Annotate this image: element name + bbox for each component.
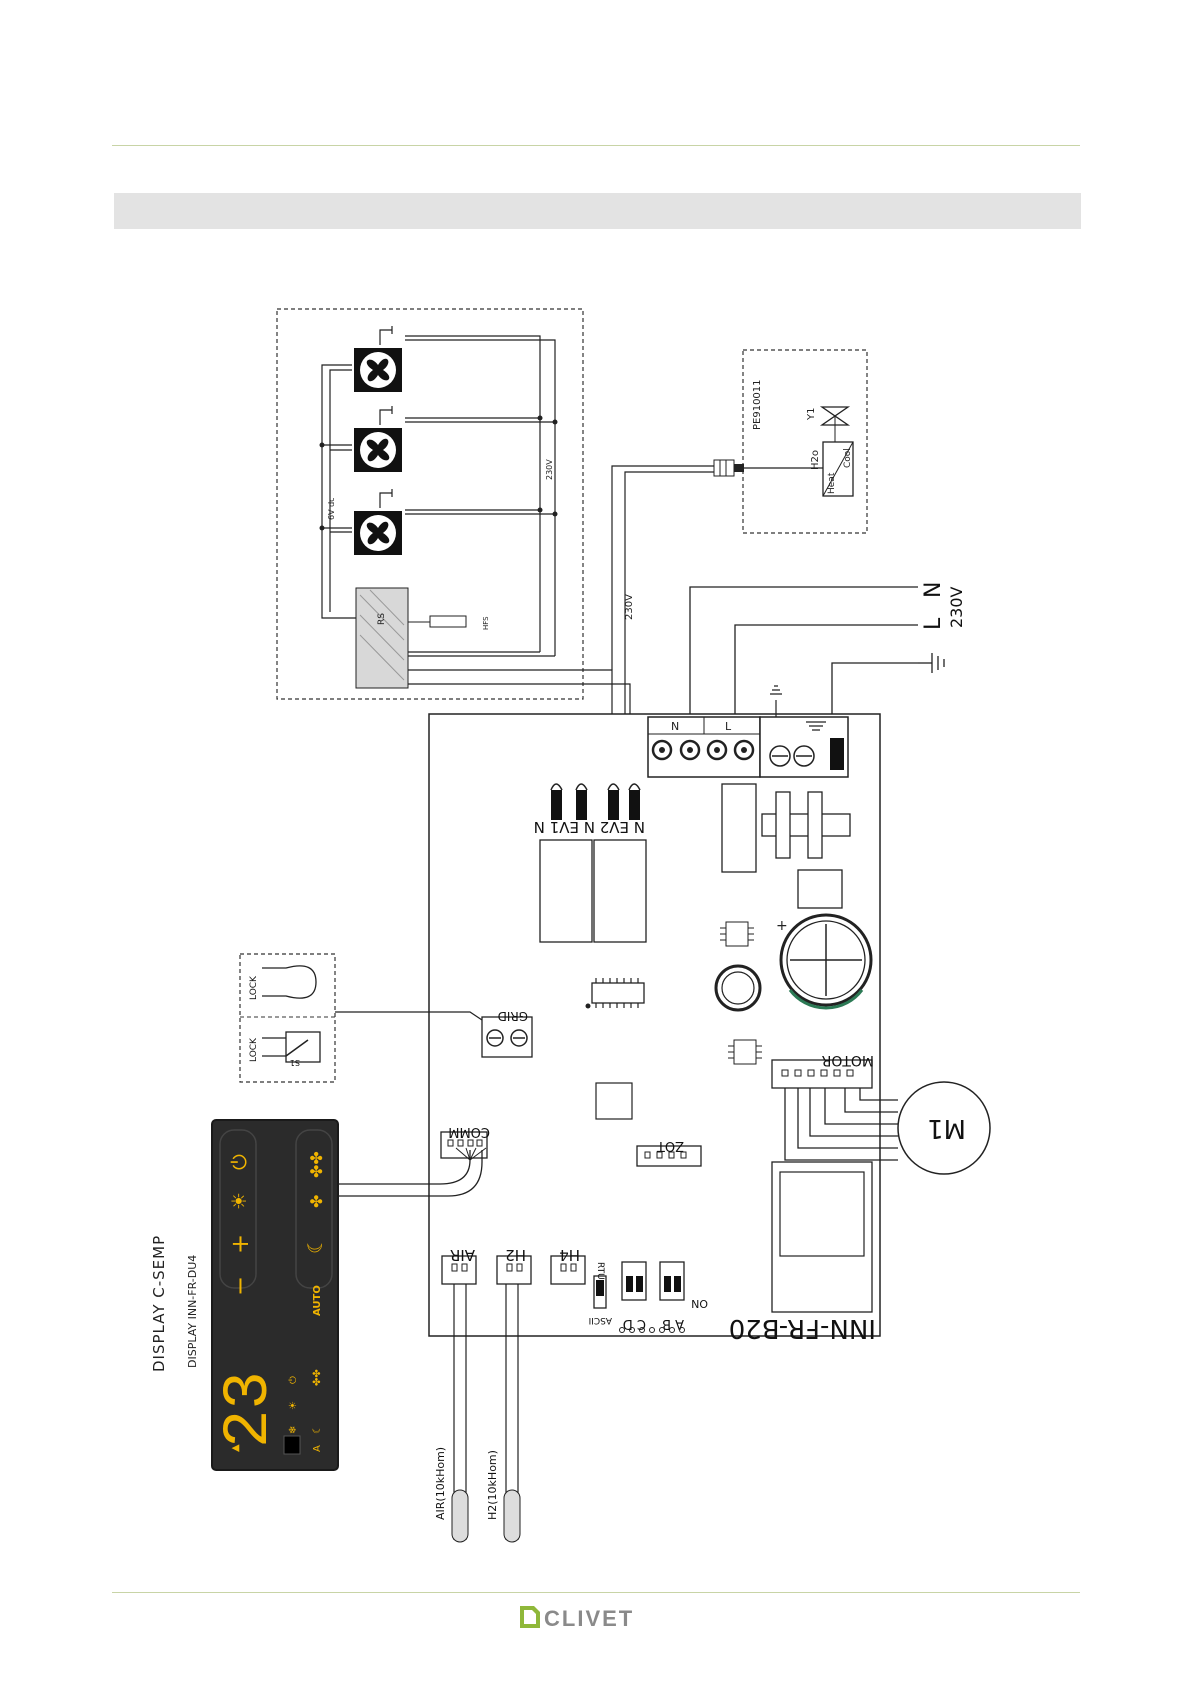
motor-label: M1 xyxy=(927,1113,966,1143)
probe-h2-label: H2(10kHom) xyxy=(486,1450,499,1520)
fan-voltage-dc-label: 6V dc xyxy=(327,497,336,520)
terminal-n-label: N xyxy=(671,720,679,733)
fan-unit: 6V dc 230V RS HFS xyxy=(277,309,630,720)
hfs-label: HFS xyxy=(482,616,490,630)
supply-l-label: L xyxy=(921,617,946,630)
status-fan-icon: ✤✤ xyxy=(312,1369,323,1386)
fan-icon xyxy=(354,511,402,555)
clivet-logo-text: CLIVET xyxy=(544,1606,634,1631)
comm-connector-label: COMM xyxy=(448,1124,490,1139)
fan-speed-high-icon[interactable]: ✤✤ xyxy=(307,1151,326,1178)
status-arrow-icon: ▲ xyxy=(230,1444,241,1452)
plus-icon[interactable]: + xyxy=(226,1234,254,1254)
terminal-l-label: L xyxy=(725,720,732,733)
rs-label: RS xyxy=(377,613,387,625)
fan-voltage-ac-label: 230V xyxy=(545,459,554,480)
on-label: ON xyxy=(691,1297,708,1310)
status-sun-icon: ☀ xyxy=(288,1401,299,1410)
lock-label-bottom: LOCK xyxy=(249,1037,259,1062)
clivet-logo-icon xyxy=(520,1606,540,1628)
power-supply: N L 230V xyxy=(690,582,966,735)
valve-y1-label: Y1 xyxy=(806,408,817,421)
display-model: DISPLAY INN-FR-DU4 xyxy=(186,1255,199,1368)
valve-part-number: PE910011 xyxy=(752,379,763,430)
fan-speed-low-icon[interactable]: ✤ xyxy=(307,1195,326,1208)
power-icon[interactable]: ⏻ xyxy=(227,1154,251,1170)
heat-label: Heat xyxy=(827,472,837,494)
switch-s1-label: S1 xyxy=(290,1058,300,1067)
zot-connector-label: ZOT xyxy=(657,1138,684,1153)
svg-text:+: + xyxy=(776,918,788,934)
minus-icon[interactable]: − xyxy=(226,1276,254,1296)
motor-connector-label: MOTOR xyxy=(821,1052,874,1068)
h4-connector-label: H4 xyxy=(559,1246,580,1264)
status-power-icon: ⏻ xyxy=(288,1376,299,1384)
status-auto-icon: A xyxy=(312,1445,323,1452)
display-title: DISPLAY C-SEMP xyxy=(150,1235,168,1372)
h2-connector-label: H2 xyxy=(505,1246,526,1264)
fan-icon xyxy=(354,348,402,392)
wire-voltage-label: 230V xyxy=(624,594,635,620)
grid-connector-label: GRID xyxy=(498,1009,528,1023)
night-mode-icon[interactable]: ☾ xyxy=(303,1236,327,1254)
fan-icon xyxy=(354,428,402,472)
status-cool-icon: ❄ xyxy=(288,1426,299,1434)
valve-unit: PE910011 Y1 H2o Heat Cool xyxy=(714,350,867,533)
board-name: INN-FR-B20 xyxy=(729,1313,876,1343)
earth-icon xyxy=(932,653,944,673)
ab-dip-label: A B xyxy=(662,1316,684,1331)
mode-sun-icon[interactable]: ☀ xyxy=(227,1192,251,1210)
lock-label-top: LOCK xyxy=(249,975,259,1000)
rtu-label: RTU xyxy=(595,1262,605,1280)
cool-label: Cool xyxy=(843,448,853,468)
supply-n-label: N xyxy=(921,582,946,598)
control-board: INN-FR-B20 N L N EV2 N EV1 N xyxy=(429,686,880,1343)
air-connector-label: AIR xyxy=(450,1246,475,1264)
clivet-logo: CLIVET xyxy=(516,1602,666,1634)
status-night-icon: ☾ xyxy=(312,1425,323,1434)
h2o-label: H2o xyxy=(810,450,821,470)
auto-button[interactable]: AUTO xyxy=(312,1285,323,1316)
ascii-label: ASCII xyxy=(589,1315,612,1325)
display-digits: 23 xyxy=(214,1371,286,1448)
relay-labels: N EV2 N EV1 N xyxy=(534,818,645,836)
probe-air-label: AIR(10kHom) xyxy=(434,1447,447,1520)
supply-voltage-label: 230V xyxy=(947,586,966,628)
